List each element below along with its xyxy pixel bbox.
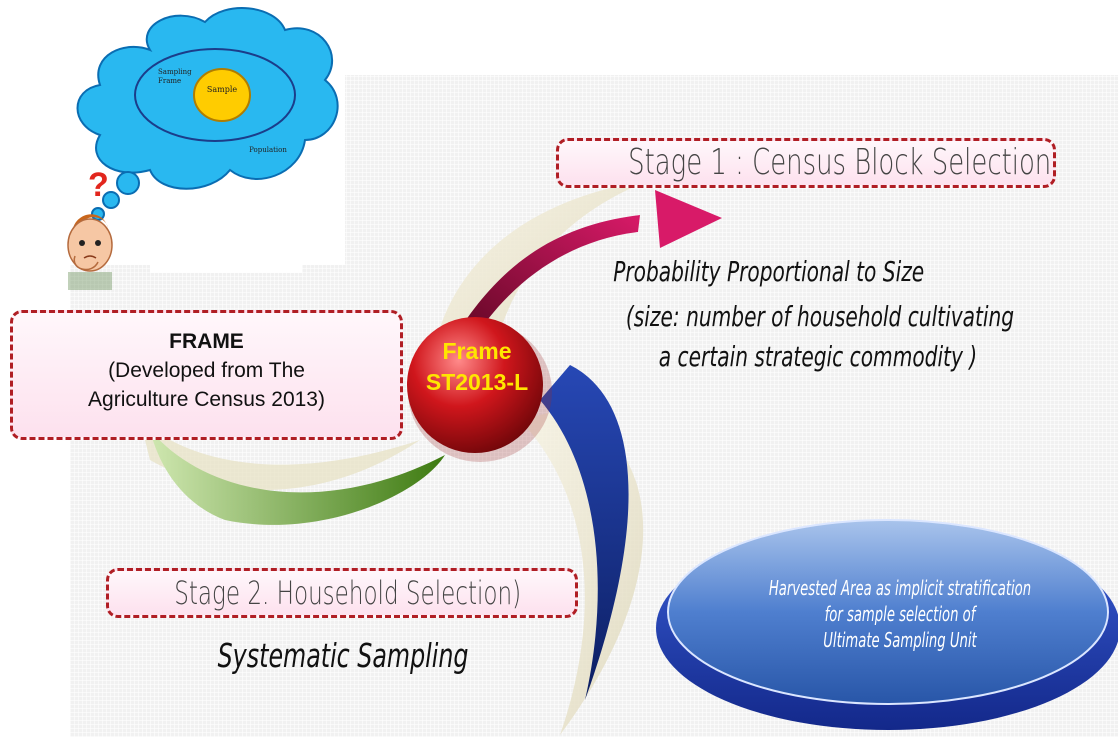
backdrop-ledge bbox=[150, 265, 302, 273]
stage1-method-line3: a certain strategic commodity ) bbox=[658, 340, 978, 373]
green-arc bbox=[150, 430, 445, 525]
sample-label: Sample bbox=[207, 85, 238, 94]
oval-note-line2: for sample selection of bbox=[824, 602, 976, 626]
sample-circle bbox=[193, 68, 251, 122]
question-mark: ? bbox=[88, 166, 109, 204]
stage2-method: Systematic Sampling bbox=[217, 636, 469, 675]
cream-swirl-left bbox=[140, 420, 420, 490]
stage1-box: Stage 1 : Census Block Selection bbox=[556, 138, 1056, 188]
stage2-box: Stage 2. Household Selection) bbox=[106, 568, 578, 618]
stage1-method-line1: Probability Proportional to Size bbox=[613, 255, 925, 288]
thinking-person: ? bbox=[67, 166, 113, 290]
sampling-frame-ring bbox=[134, 48, 296, 142]
stage2-title: Stage 2. Household Selection) bbox=[174, 574, 522, 612]
frame-box-line1: (Developed from The bbox=[108, 359, 305, 382]
oval-top bbox=[667, 519, 1109, 705]
frame-box-line2: Agriculture Census 2013) bbox=[88, 388, 325, 411]
blue-arc bbox=[540, 365, 629, 700]
stage1-method-line2: (size: number of household cultivating bbox=[625, 300, 1015, 333]
oval-note-line1: Harvested Area as implicit stratificatio… bbox=[768, 576, 1032, 600]
oval-note-line3: Ultimate Sampling Unit bbox=[823, 628, 977, 652]
stage1-title: Stage 1 : Census Block Selection bbox=[628, 142, 1052, 183]
center-orb bbox=[407, 317, 543, 453]
sampling-frame-label-1: Sampling bbox=[158, 68, 192, 76]
frame-box: FRAME (Developed from The Agriculture Ce… bbox=[10, 310, 403, 440]
magenta-arrow-head bbox=[655, 190, 722, 248]
oval-note: Harvested Area as implicit stratificatio… bbox=[735, 575, 1065, 653]
center-orb-line2: ST2013-L bbox=[425, 369, 529, 395]
center-orb-label: Frame ST2013-L bbox=[402, 336, 552, 398]
frame-box-title: FRAME bbox=[169, 330, 244, 353]
sampling-frame-label-2: Frame bbox=[158, 77, 181, 85]
center-orb-line1: Frame bbox=[442, 338, 512, 364]
population-label: Population bbox=[249, 146, 287, 154]
